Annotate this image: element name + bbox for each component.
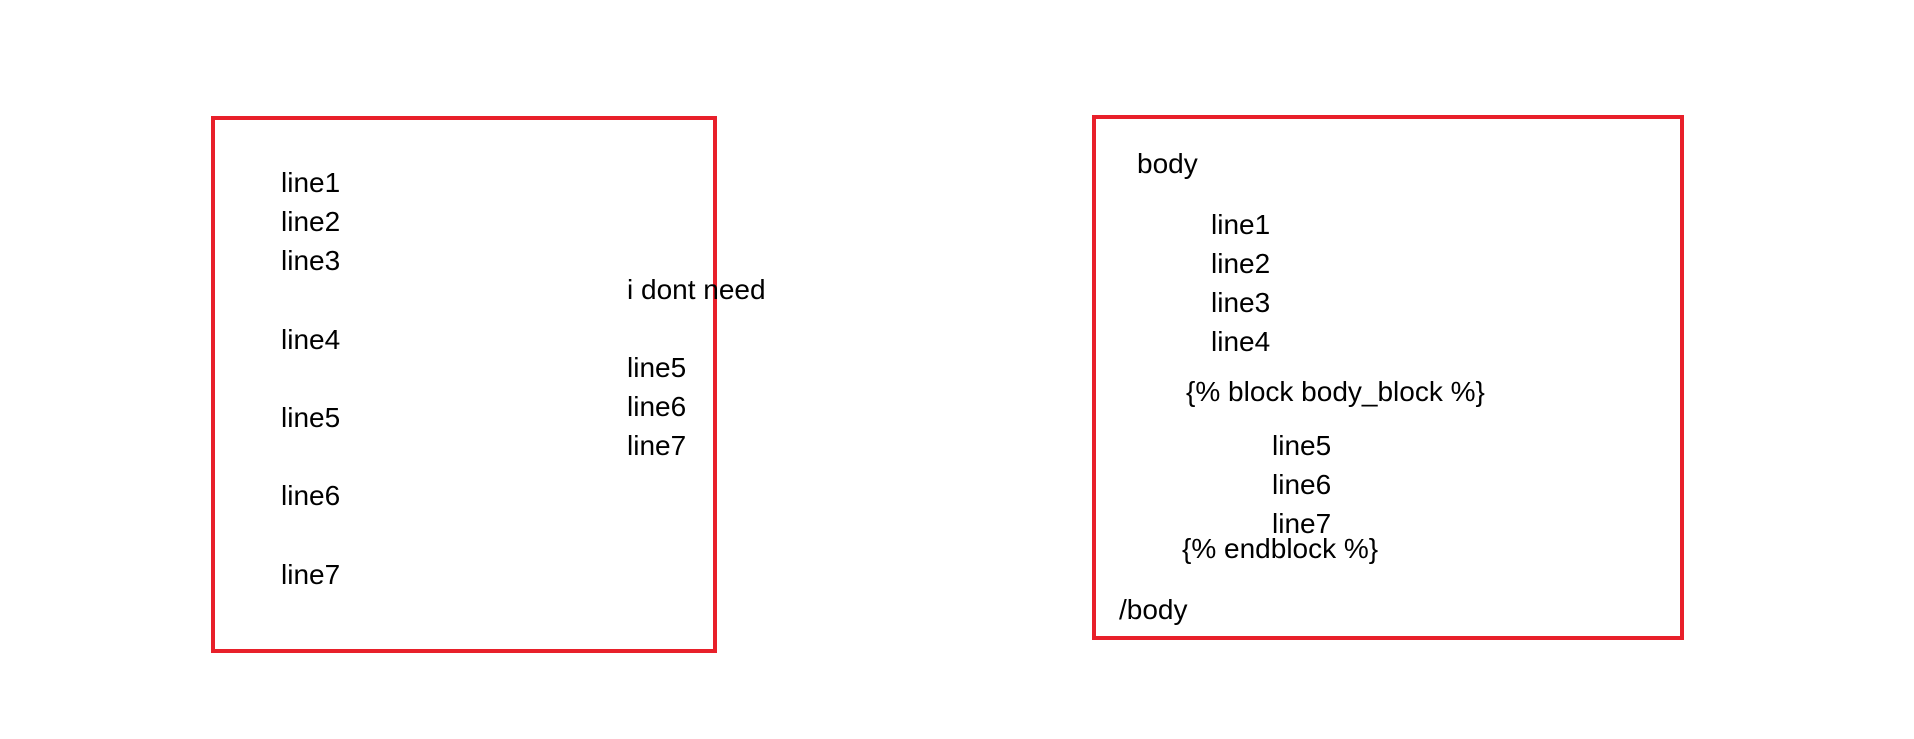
left-line-2: line2 <box>281 206 341 237</box>
block-line-6: line6 <box>1272 469 1332 500</box>
block-line-5: line5 <box>1272 430 1332 461</box>
aside-line-7: line7 <box>627 430 687 461</box>
aside-note: i dont need <box>627 274 766 305</box>
block-end: {% endblock %} <box>1182 533 1379 564</box>
block-line-7: line7 <box>1272 508 1332 539</box>
right-line-4: line4 <box>1211 326 1271 357</box>
left-line-7: line7 <box>281 559 341 590</box>
right-line-3: line3 <box>1211 287 1271 318</box>
left-line-3: line3 <box>281 245 341 276</box>
left-line-6: line6 <box>281 480 341 511</box>
right-line-1: line1 <box>1211 209 1271 240</box>
left-line-4: line4 <box>281 324 341 355</box>
left-line-5: line5 <box>281 402 341 433</box>
block-start: {% block body_block %} <box>1186 376 1485 407</box>
right-template-box <box>1092 115 1684 640</box>
left-line-1: line1 <box>281 167 341 198</box>
body-open-tag: body <box>1137 148 1198 179</box>
aside-line-5: line5 <box>627 352 687 383</box>
aside-line-6: line6 <box>627 391 687 422</box>
left-layout-box <box>211 116 717 653</box>
body-close-tag: /body <box>1119 594 1188 625</box>
right-line-2: line2 <box>1211 248 1271 279</box>
